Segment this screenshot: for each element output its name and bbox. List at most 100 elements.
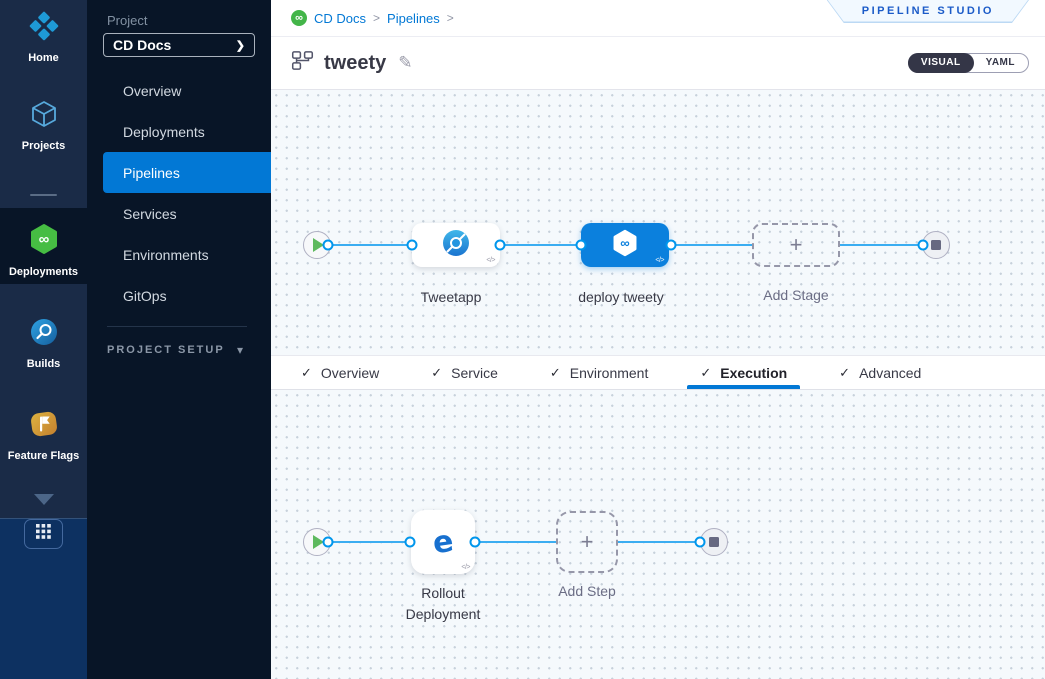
harness-cd-icon: ∞ bbox=[291, 10, 307, 26]
main-area: ∞ CD Docs > Pipelines > PIPELINE STUDIO … bbox=[271, 0, 1045, 679]
stage-canvas[interactable]: </> ∞ </> + Tweetapp deploy tweety Add S… bbox=[271, 90, 1045, 355]
module-rail: Home Projects ∞ Deployments Builds bbox=[0, 0, 87, 679]
pipeline-studio-badge: PIPELINE STUDIO bbox=[827, 0, 1029, 23]
feature-flags-icon bbox=[28, 408, 60, 445]
connector-line bbox=[671, 243, 752, 247]
tab-advanced[interactable]: ✓ Advanced bbox=[839, 364, 922, 381]
project-setup-toggle[interactable]: PROJECT SETUP ▾ bbox=[107, 343, 243, 357]
pipeline-title-row: tweety ✎ VISUAL YAML bbox=[271, 37, 1045, 90]
add-stage-label: Add Stage bbox=[763, 287, 829, 303]
code-icon: </> bbox=[486, 257, 495, 264]
connector-port[interactable] bbox=[665, 239, 677, 251]
sidebar-item-pipelines[interactable]: Pipelines bbox=[103, 152, 271, 193]
pipeline-studio-badge-label: PIPELINE STUDIO bbox=[861, 4, 994, 17]
stage-config-tabs: ✓ Overview ✓ Service ✓ Environment ✓ Exe… bbox=[271, 355, 1045, 390]
connector-line bbox=[840, 243, 923, 247]
sidebar-item-services[interactable]: Services bbox=[123, 205, 177, 222]
stop-icon bbox=[931, 240, 941, 250]
connector-port[interactable] bbox=[469, 536, 481, 548]
stop-icon bbox=[709, 537, 719, 547]
add-step-button[interactable]: + bbox=[556, 511, 618, 573]
module-projects-label: Projects bbox=[21, 140, 66, 152]
check-icon: ✓ bbox=[301, 364, 312, 380]
sidebar-item-overview[interactable]: Overview bbox=[123, 82, 182, 99]
chevron-right-icon: ❯ bbox=[235, 39, 245, 52]
chevron-down-icon: ▾ bbox=[236, 343, 243, 357]
connector-port[interactable] bbox=[694, 536, 706, 548]
module-builds-label: Builds bbox=[26, 358, 61, 370]
projects-cube-icon bbox=[28, 98, 60, 135]
grid-icon bbox=[36, 524, 51, 544]
module-feature-flags[interactable]: Feature Flags bbox=[0, 408, 87, 462]
check-icon: ✓ bbox=[431, 364, 443, 380]
sidebar-item-deployments[interactable]: Deployments bbox=[123, 123, 205, 140]
rail-collapse-chevron-icon[interactable] bbox=[33, 494, 54, 505]
breadcrumb-row: ∞ CD Docs > Pipelines > PIPELINE STUDIO bbox=[271, 0, 1045, 37]
breadcrumb-link-pipelines[interactable]: Pipelines bbox=[387, 10, 440, 26]
connector-line bbox=[475, 540, 556, 544]
check-icon: ✓ bbox=[549, 364, 561, 380]
connector-port[interactable] bbox=[406, 239, 418, 251]
edit-pencil-icon[interactable]: ✎ bbox=[398, 53, 413, 72]
check-icon: ✓ bbox=[839, 364, 851, 380]
module-projects[interactable]: Projects bbox=[0, 98, 87, 152]
plus-icon: + bbox=[580, 529, 594, 554]
tab-environment[interactable]: ✓ Environment bbox=[549, 364, 649, 381]
visual-yaml-toggle: VISUAL YAML bbox=[907, 53, 1029, 73]
pipeline-flowchart-icon bbox=[291, 49, 314, 77]
sidebar-item-environments[interactable]: Environments bbox=[123, 246, 209, 263]
step-node-rollout-deployment[interactable]: e </> bbox=[411, 510, 475, 574]
sidebar-divider bbox=[107, 326, 247, 327]
module-feature-flags-label: Feature Flags bbox=[7, 450, 80, 462]
builds-circle-icon bbox=[28, 316, 60, 353]
pipeline-name: tweety bbox=[324, 51, 387, 74]
cd-stage-icon bbox=[440, 227, 472, 264]
project-name: CD Docs bbox=[113, 37, 172, 53]
execution-step-canvas[interactable]: e </> + Rollout Deployment Add Step bbox=[271, 390, 1045, 679]
active-tab-underline bbox=[687, 385, 801, 389]
module-home-label: Home bbox=[28, 52, 59, 64]
play-icon bbox=[313, 535, 324, 549]
module-deployments[interactable]: ∞ Deployments bbox=[0, 222, 87, 278]
module-builds[interactable]: Builds bbox=[0, 316, 87, 370]
connector-port[interactable] bbox=[404, 536, 416, 548]
project-selector[interactable]: CD Docs ❯ bbox=[103, 33, 255, 57]
sidebar-item-gitops[interactable]: GitOps bbox=[123, 287, 167, 304]
connector-port[interactable] bbox=[917, 239, 929, 251]
tab-execution[interactable]: ✓ Execution bbox=[687, 356, 801, 389]
stage-node-deploy-tweety[interactable]: ∞ </> bbox=[581, 223, 669, 267]
module-grid-button[interactable] bbox=[24, 519, 63, 549]
toggle-yaml[interactable]: YAML bbox=[985, 57, 1015, 68]
module-deployments-label: Deployments bbox=[8, 266, 79, 278]
rail-divider bbox=[30, 194, 57, 196]
stage-node-tweetapp[interactable]: </> bbox=[412, 223, 500, 267]
svg-text:∞: ∞ bbox=[38, 231, 49, 248]
project-label: Project bbox=[107, 13, 148, 28]
tab-overview[interactable]: ✓ Overview bbox=[301, 364, 380, 381]
step-label-rollout-deployment: Rollout Deployment bbox=[405, 585, 481, 622]
add-step-label: Add Step bbox=[558, 583, 616, 599]
connector-port[interactable] bbox=[322, 239, 334, 251]
harness-home-icon bbox=[28, 10, 60, 47]
deployments-hexagon-icon: ∞ bbox=[27, 222, 61, 261]
connector-line bbox=[328, 540, 410, 544]
breadcrumb-separator-icon: > bbox=[446, 11, 454, 25]
project-nav: Overview Deployments Pipelines Services … bbox=[87, 70, 271, 316]
connector-port[interactable] bbox=[575, 239, 587, 251]
toggle-visual[interactable]: VISUAL bbox=[907, 53, 974, 73]
stage-label-deploy-tweety: deploy tweety bbox=[578, 289, 664, 305]
breadcrumb-link-project[interactable]: CD Docs bbox=[314, 10, 367, 26]
code-icon: </> bbox=[461, 564, 470, 571]
harness-hexagon-icon: ∞ bbox=[610, 228, 640, 263]
svg-text:∞: ∞ bbox=[620, 235, 630, 250]
check-icon: ✓ bbox=[700, 364, 712, 380]
connector-port[interactable] bbox=[322, 536, 334, 548]
breadcrumb-separator-icon: > bbox=[373, 11, 381, 25]
connector-port[interactable] bbox=[494, 239, 506, 251]
play-icon bbox=[313, 238, 324, 252]
add-stage-button[interactable]: + bbox=[752, 223, 840, 267]
project-sidebar: Project CD Docs ❯ Overview Deployments P… bbox=[87, 0, 271, 679]
module-home[interactable]: Home bbox=[0, 10, 87, 64]
tab-service[interactable]: ✓ Service bbox=[431, 364, 498, 381]
